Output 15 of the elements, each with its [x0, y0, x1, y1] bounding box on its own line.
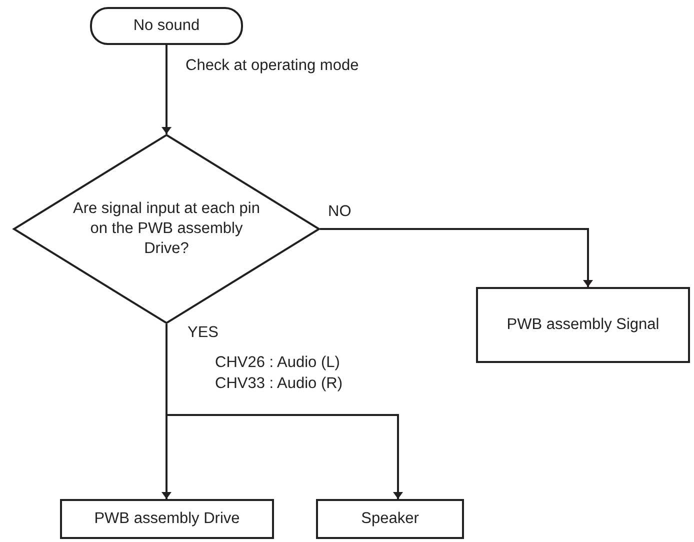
arrow — [320, 228, 592, 287]
node-text: PWB assembly Drive — [94, 508, 240, 529]
process-box — [316, 499, 464, 539]
signal-note: CHV26 : Audio (L) — [215, 354, 340, 373]
node-text: Speaker — [361, 508, 419, 529]
edge-label: Check at operating mode — [186, 57, 359, 76]
arrow — [163, 45, 170, 134]
start-terminal — [90, 7, 243, 45]
process-box — [60, 499, 274, 539]
node-text: Are signal input at each pin on the PWB assembly Drive? — [72, 198, 261, 260]
process-box — [476, 287, 690, 363]
arrow — [166, 324, 402, 499]
signal-note: CHV33 : Audio (R) — [215, 375, 342, 394]
node-text: PWB assembly Signal — [506, 314, 660, 335]
node-text: No sound — [133, 16, 200, 36]
